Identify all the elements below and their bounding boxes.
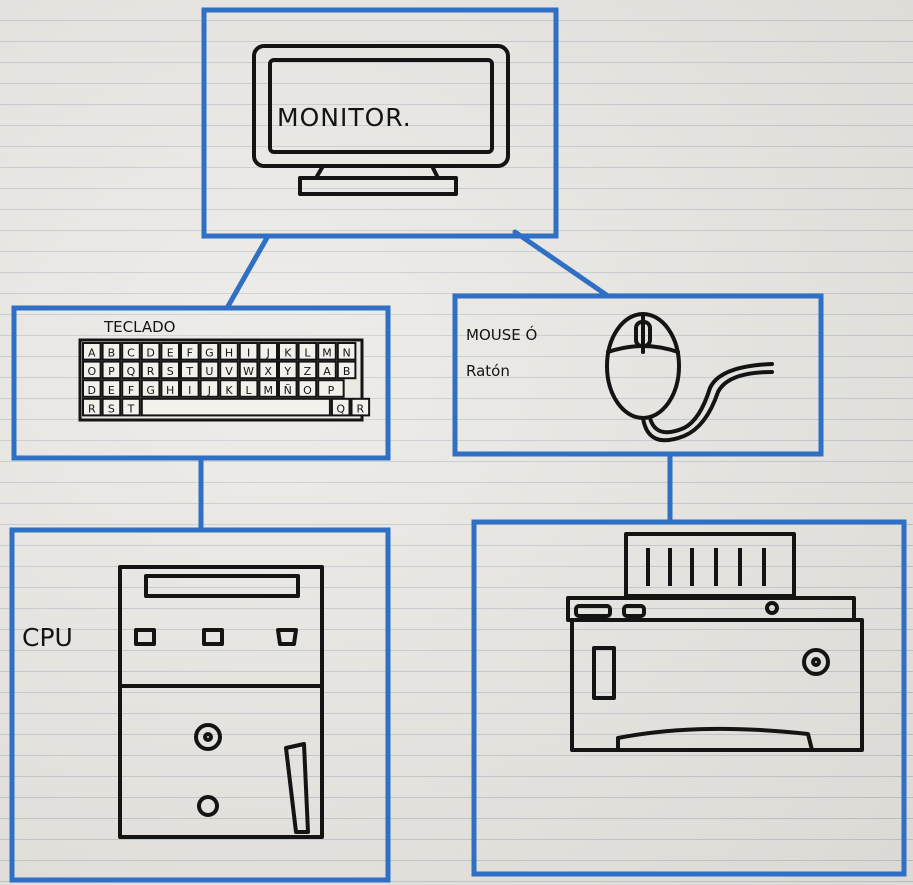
keyboard-key-label: L bbox=[246, 384, 253, 397]
keyboard-key-label: S bbox=[108, 402, 115, 415]
keyboard-key-label: E bbox=[167, 347, 174, 360]
mouse-icon bbox=[607, 314, 772, 440]
keyboard-icon: ABCDEFGHIJKLMNOPQRSTUVWXYZABDEFGHIJKLMÑO… bbox=[80, 340, 369, 420]
keyboard-key-label: V bbox=[225, 365, 233, 378]
printer-node bbox=[474, 522, 904, 874]
keyboard-key-label: D bbox=[88, 384, 96, 397]
printer-icon bbox=[568, 534, 862, 750]
keyboard-key-label: F bbox=[187, 347, 193, 360]
keyboard-label: TECLADO bbox=[103, 318, 175, 336]
connector-monitor-keyboard bbox=[227, 236, 268, 308]
keyboard-key-label: F bbox=[128, 384, 134, 397]
mouse-node: MOUSE Ó Ratón bbox=[455, 296, 821, 454]
keyboard-key-label: W bbox=[243, 365, 254, 378]
mouse-box bbox=[455, 296, 821, 454]
keyboard-key-label: O bbox=[87, 365, 96, 378]
keyboard-key-label: B bbox=[108, 347, 116, 360]
keyboard-key-label: T bbox=[127, 402, 135, 415]
keyboard-key-label: C bbox=[127, 347, 135, 360]
keyboard-key-label: M bbox=[322, 347, 332, 360]
keyboard-key-label: U bbox=[205, 365, 213, 378]
monitor-node: MONITOR. bbox=[204, 10, 556, 236]
keyboard-key-label: H bbox=[225, 347, 233, 360]
keyboard-key-label: H bbox=[166, 384, 174, 397]
cpu-node: CPU bbox=[12, 530, 388, 880]
mouse-label-line1: MOUSE Ó bbox=[466, 325, 537, 344]
connector-monitor-mouse bbox=[515, 232, 608, 296]
keyboard-key-label: K bbox=[225, 384, 233, 397]
keyboard-key-label: T bbox=[185, 365, 193, 378]
keyboard-key-label: P bbox=[108, 365, 115, 378]
keyboard-spacebar bbox=[142, 399, 330, 416]
keyboard-key-label: L bbox=[304, 347, 311, 360]
cpu-label: CPU bbox=[22, 623, 73, 652]
keyboard-key-label: N bbox=[342, 347, 350, 360]
cpu-box bbox=[12, 530, 388, 880]
keyboard-key-label: Y bbox=[283, 365, 291, 378]
keyboard-key-label: G bbox=[205, 347, 214, 360]
keyboard-key-label: B bbox=[343, 365, 351, 378]
keyboard-key-label: M bbox=[263, 384, 273, 397]
keyboard-key-label: R bbox=[88, 402, 96, 415]
keyboard-key-label: R bbox=[356, 402, 364, 415]
keyboard-key-label: X bbox=[264, 365, 272, 378]
monitor-label: MONITOR. bbox=[277, 103, 412, 132]
keyboard-key-label: A bbox=[323, 365, 331, 378]
keyboard-key-label: D bbox=[146, 347, 154, 360]
keyboard-key-label: J bbox=[266, 347, 270, 360]
mouse-label-line2: Ratón bbox=[466, 362, 510, 380]
keyboard-key-label: Ñ bbox=[284, 384, 292, 397]
keyboard-key-label: G bbox=[146, 384, 155, 397]
keyboard-key-label: R bbox=[147, 365, 155, 378]
keyboard-key-label: O bbox=[303, 384, 312, 397]
keyboard-key-label: S bbox=[167, 365, 174, 378]
printer-box bbox=[474, 522, 904, 874]
keyboard-key-label: Q bbox=[336, 402, 345, 415]
keyboard-key-label: A bbox=[88, 347, 96, 360]
keyboard-key-label: Z bbox=[304, 365, 312, 378]
keyboard-key-label: I bbox=[188, 384, 191, 397]
keyboard-key-label: I bbox=[247, 347, 250, 360]
keyboard-key-label: E bbox=[108, 384, 115, 397]
keyboard-key-label: J bbox=[207, 384, 211, 397]
keyboard-key-label: K bbox=[284, 347, 292, 360]
cpu-icon bbox=[120, 567, 322, 837]
keyboard-key-label: Q bbox=[127, 365, 136, 378]
keyboard-key-label: P bbox=[328, 384, 335, 397]
